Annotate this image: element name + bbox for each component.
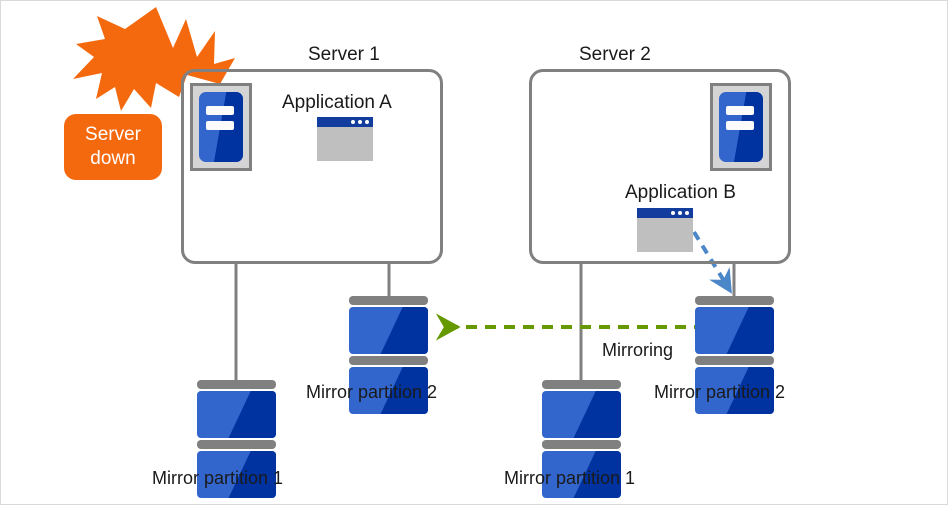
disk-stack-icon-s2-partition2 xyxy=(695,296,774,414)
disk-stack-icon-s2-partition1 xyxy=(542,380,621,498)
s1-partition2-label: Mirror partition 2 xyxy=(306,382,438,402)
application-a-label: Application A xyxy=(282,92,392,113)
server-tower-icon-2 xyxy=(710,83,772,171)
application-b-label: Application B xyxy=(625,182,736,203)
disk-stack-icon-s1-partition2 xyxy=(349,296,428,414)
application-window-icon-b xyxy=(637,208,693,252)
s1-partition1-label: Mirror partition 1 xyxy=(152,468,284,488)
server1-title: Server 1 xyxy=(308,44,380,65)
server2-enclosure xyxy=(529,69,791,264)
window-dots-icon xyxy=(351,120,369,124)
server-down-line2: down xyxy=(90,148,136,169)
mirroring-label: Mirroring xyxy=(602,340,674,360)
disk-stack-icon-s1-partition1 xyxy=(197,380,276,498)
application-window-icon-a xyxy=(317,117,373,161)
server2-title: Server 2 xyxy=(579,44,651,65)
server-down-line1: Server xyxy=(85,124,141,146)
server1-enclosure xyxy=(181,69,443,264)
window-dots-icon xyxy=(671,211,689,215)
s2-partition1-label: Mirror partition 1 xyxy=(504,468,636,488)
s2-partition2-label: Mirror partition 2 xyxy=(654,382,786,402)
server-down-badge: Server down xyxy=(64,114,162,180)
server-tower-icon-1 xyxy=(190,83,252,171)
